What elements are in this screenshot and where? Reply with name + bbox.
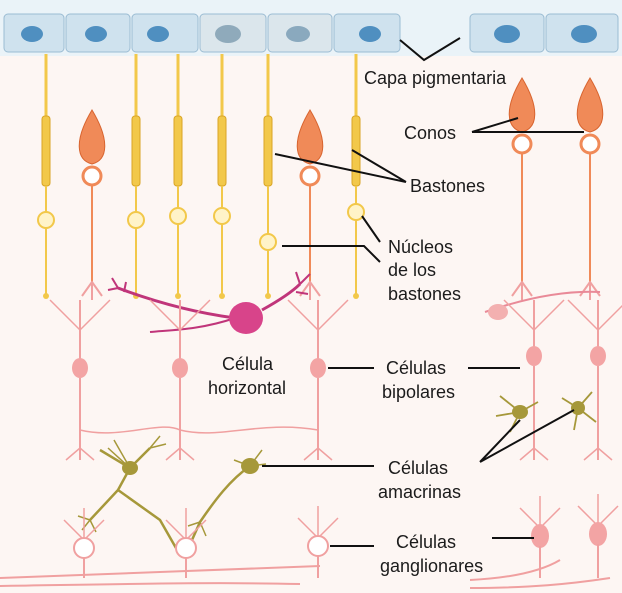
cone-nucleus [83,167,101,185]
ganglion-cell-body [308,536,328,556]
label-horizontal-1: Célula [222,354,274,374]
pigment-nucleus [286,26,310,42]
cone-pedicle [300,282,320,300]
bipolar-cells [50,300,622,460]
pigment-cells-right [470,14,618,52]
cone-nucleus [301,167,319,185]
leader-rod-nuclei [282,216,380,262]
rod-terminal [219,293,225,299]
pigment-nucleus [494,25,520,43]
label-ganglion-2: ganglionares [380,556,483,576]
bipolar-link [80,427,318,433]
label-horizontal-2: horizontal [208,378,286,398]
amacrine-cell-body [571,401,585,415]
ganglion-dendrite [578,494,618,526]
amacrine-cell-body [512,405,528,419]
cone-outer-segment [297,110,323,164]
rod-segment [264,116,272,186]
rod-nucleus [170,208,186,224]
label-amacrine-2: amacrinas [378,482,461,502]
rod-terminal [175,293,181,299]
horizontal-cell [108,272,310,334]
cone-pedicle [82,282,102,300]
rod-nucleus [38,212,54,228]
cones [79,78,603,300]
label-ganglion-1: Células [396,532,456,552]
rod-terminal [43,293,49,299]
bipolar-cell-body [526,346,542,366]
pigment-nucleus [571,25,597,43]
label-cones: Conos [404,123,456,143]
pigment-layer [0,0,622,56]
rod-nucleus [348,204,364,220]
ganglion-dendrite [520,496,560,528]
pigment-nucleus [85,26,107,42]
rod-nucleus [260,234,276,250]
label-rod-nuclei-1: Núcleos [388,237,453,257]
label-amacrine-1: Células [388,458,448,478]
bipolar-cell-body [172,358,188,378]
rod-terminal [265,293,271,299]
cone-nucleus [581,135,599,153]
pigment-nucleus [215,25,241,43]
ganglion-cell-body [74,538,94,558]
rod-nucleus [128,212,144,228]
pigment-nucleus [21,26,43,42]
amacrine-cells [78,392,596,548]
bipolar-cell-body [72,358,88,378]
ganglion-cell-body [176,538,196,558]
amacrine-cell-body [241,458,259,474]
ganglion-dendrite [298,506,338,538]
label-rod-nuclei-2: de los [388,260,436,280]
bipolar-cell-body [310,358,326,378]
rod-terminal [353,293,359,299]
label-bipolar-2: bipolares [382,382,455,402]
pigment-nucleus [359,26,381,42]
optic-fibers [0,560,610,588]
cone-outer-segment [509,78,535,132]
cone-pedicle [512,282,532,300]
ganglion-cell-body [531,524,549,548]
horizontal-cell-body [229,302,263,334]
bipolar-branch [568,300,622,330]
rod-segment [42,116,50,186]
ganglion-cells [64,494,618,578]
label-rods: Bastones [410,176,485,196]
cone-outer-segment [577,78,603,132]
cone-nucleus [513,135,531,153]
amacrine-cell-body [122,461,138,475]
label-rod-nuclei-3: bastones [388,284,461,304]
rod-segment [174,116,182,186]
ganglion-cell-body [589,522,607,546]
pigment-nucleus [147,26,169,42]
rod-segment [132,116,140,186]
rod-nucleus [214,208,230,224]
pigment-cells-left [4,14,400,52]
leader-rods [275,150,406,182]
label-pigment-layer: Capa pigmentaria [364,68,507,88]
rod-segment [218,116,226,186]
bipolar-cell-body [590,346,606,366]
cone-outer-segment [79,110,105,164]
label-bipolar-1: Células [386,358,446,378]
